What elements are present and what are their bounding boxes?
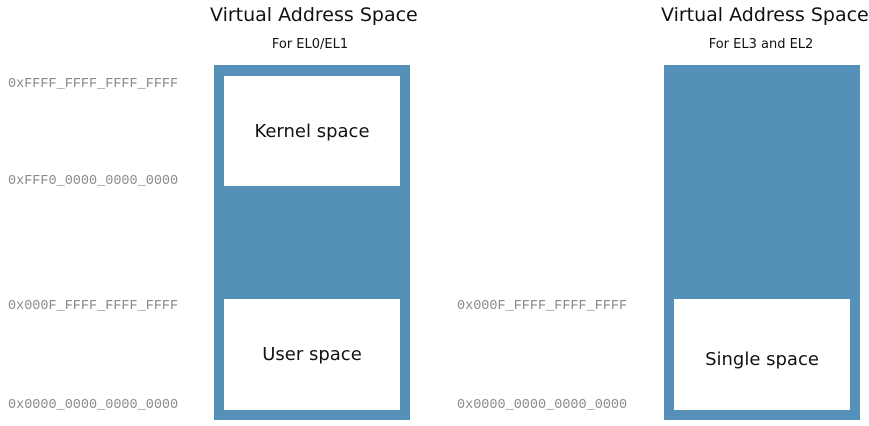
left-address-bottom: 0x0000_0000_0000_0000 xyxy=(8,398,179,413)
user-space-region: User space xyxy=(224,299,400,410)
left-diagram-subtitle: For EL0/EL1 xyxy=(271,37,349,52)
single-space-region: Single space xyxy=(674,299,850,410)
right-address-region-top: 0x000F_FFFF_FFFF_FFFF xyxy=(457,299,628,314)
left-address-top: 0xFFFF_FFFF_FFFF_FFFF xyxy=(8,77,179,92)
right-address-bottom: 0x0000_0000_0000_0000 xyxy=(457,398,628,413)
kernel-space-region: Kernel space xyxy=(224,76,400,186)
kernel-space-label: Kernel space xyxy=(254,120,370,142)
left-address-user-top: 0x000F_FFFF_FFFF_FFFF xyxy=(8,299,179,314)
right-diagram-subtitle: For EL3 and EL2 xyxy=(708,37,814,52)
left-diagram-title: Virtual Address Space xyxy=(210,4,418,26)
user-space-label: User space xyxy=(262,344,362,365)
left-address-kernel-bottom: 0xFFF0_0000_0000_0000 xyxy=(8,174,179,189)
single-space-label: Single space xyxy=(705,349,819,370)
right-diagram-title: Virtual Address Space xyxy=(661,4,869,26)
